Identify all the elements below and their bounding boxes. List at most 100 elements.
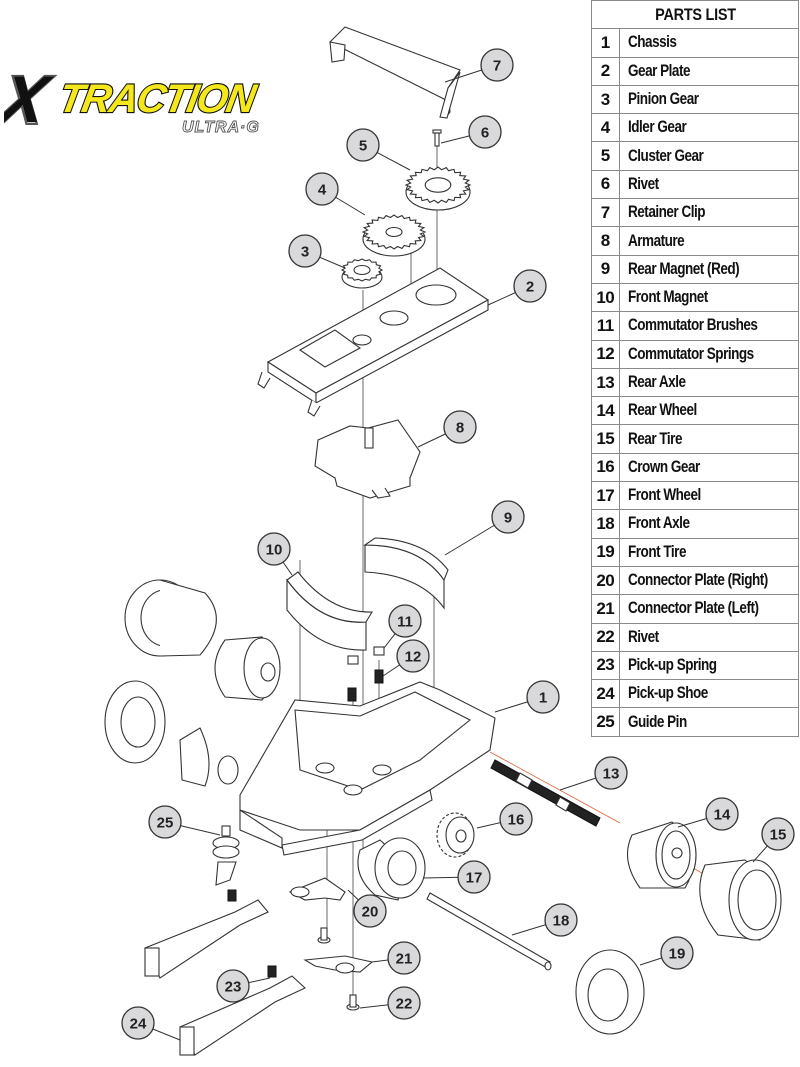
part-name-cell: Pick-up Spring [618,650,800,681]
callout-commutator-springs: 12 [382,639,430,677]
connector-plate-right-part [288,877,346,901]
part-name: Rivet [627,627,659,646]
callout-bubble [594,756,628,790]
callout-armature: 8 [417,410,477,448]
part-name-cell: Crown Gear [618,452,800,483]
gear-plate-part [257,267,490,417]
callout-retainer-clip: 7 [444,48,514,83]
part-number: 12 [591,339,620,369]
callout-number: 16 [508,812,525,829]
callout-group: 1234567891011121314151617181920212223242… [121,48,795,1041]
part-name-cell: Rivet [618,622,800,652]
front-axle-part [426,892,552,971]
callout-number: 9 [504,510,512,527]
part-number: 9 [591,254,620,284]
commutator-springs-part [347,669,384,702]
callout-bubble [513,269,547,303]
callout-front-tire: 19 [639,936,694,970]
part-number: 1 [591,28,620,58]
callout-rivet: 6 [440,115,502,149]
left-front-tire-part [104,680,166,764]
callout-bubble [216,969,250,1003]
part-name: Front Axle [627,514,690,533]
parts-list-row: 19 Front Tire [591,537,800,567]
parts-list-title: PARTS LIST [606,0,784,30]
callout-number: 1 [539,690,547,707]
part-name: Cluster Gear [627,146,704,165]
callout-number: 7 [493,58,501,75]
part-name: Crown Gear [627,457,700,476]
callout-idler-gear: 4 [305,172,366,216]
callout-number: 11 [397,614,413,631]
callout-connector-plate-right: 20 [347,889,387,928]
callout-bubble [491,500,525,534]
callout-number: 20 [362,904,379,921]
part-name: Rear Magnet (Red) [627,259,740,278]
callout-number: 23 [225,979,242,996]
callout-bubble [443,410,477,444]
part-number: 15 [591,424,620,454]
part-name: Rear Tire [627,429,682,448]
parts-list-row: 15 Rear Tire [591,424,800,454]
part-name-cell: Front Axle [618,509,800,539]
part-name-cell: Front Magnet [618,282,800,313]
part-name: Armature [627,231,685,250]
part-name: Front Wheel [627,486,701,505]
part-number: 6 [591,169,620,200]
part-name: Retainer Clip [627,203,706,222]
callout-number: 18 [553,913,570,930]
callout-front-wheel: 17 [422,860,491,894]
pick-up-spring-part [227,889,277,978]
connector-plate-left-part [303,955,374,974]
part-name-cell: Guide Pin [618,707,800,737]
callout-number: 10 [266,542,283,559]
callout-connector-plate-left: 21 [371,941,421,975]
rear-axle-part [490,759,601,827]
callout-bubble [544,903,578,937]
rivet-part [432,129,442,147]
callout-number: 3 [301,244,309,261]
left-rear-wheel-part [214,636,281,701]
part-name: Gear Plate [627,61,691,80]
callout-crown-gear: 16 [476,802,533,836]
callout-number: 4 [318,182,327,199]
callout-rear-wheel: 14 [677,797,739,831]
callout-bubble [499,802,533,836]
callout-cluster-gear: 5 [346,128,411,171]
part-name-cell: Connector Plate (Left) [618,594,800,624]
part-name: Connector Plate (Left) [627,599,759,618]
callout-bubble [480,48,514,82]
part-name-cell: Gear Plate [618,56,800,86]
rear-magnet-part [363,537,449,610]
part-name-cell: Commutator Springs [618,339,800,369]
callout-bubble [660,936,694,970]
callout-number: 22 [396,996,413,1013]
part-name: Front Tire [627,542,686,561]
callout-bubble [121,1006,155,1040]
part-number: 25 [591,707,620,737]
callout-pinion-gear: 3 [288,234,346,269]
logo-wordmark: TRACTION [56,76,261,121]
part-name: Idler Gear [627,118,687,137]
callout-number: 2 [526,279,534,296]
part-number: 13 [591,367,620,398]
part-name: Rivet [627,174,659,193]
callout-rear-magnet: 9 [444,500,525,556]
part-name-cell: Pick-up Shoe [618,679,800,709]
part-number: 3 [591,84,620,115]
part-name-cell: Chassis [618,28,800,58]
callout-number: 14 [714,807,731,824]
cluster-gear-part [404,166,472,211]
part-name-cell: Front Tire [618,537,800,567]
part-number: 5 [591,141,620,171]
part-name: Connector Plate (Right) [627,571,768,590]
part-number: 19 [591,537,620,567]
retainer-clip-part [329,26,461,119]
